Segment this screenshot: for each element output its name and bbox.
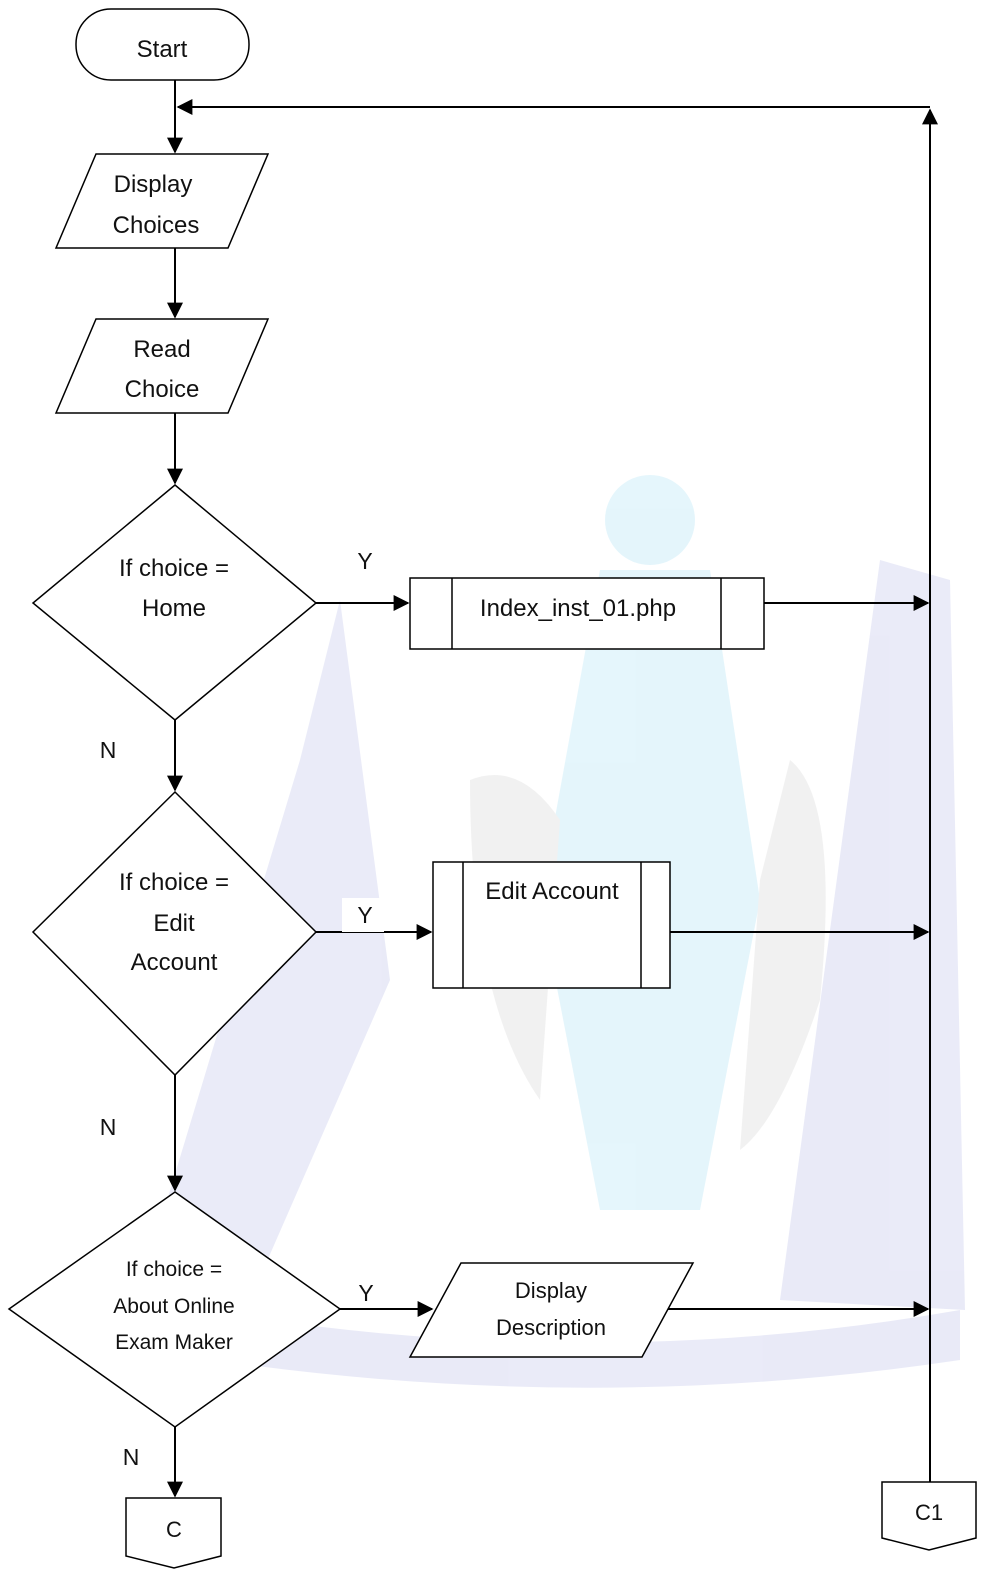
- connector-c-shape: [125, 1497, 222, 1569]
- process-edit-label: Edit Account: [485, 878, 619, 905]
- yes-label-edit: Y: [357, 902, 372, 928]
- process-index-shape: [409, 577, 765, 650]
- decision-edit-line1: If choice =: [119, 869, 229, 896]
- process-edit-shape: [432, 861, 671, 989]
- decision-about-shape: [7, 1191, 342, 1428]
- yes-label-bg-1: [342, 542, 384, 577]
- connector-c1: C1: [881, 1481, 977, 1551]
- watermark-right-arc: [740, 760, 826, 1150]
- watermark-head: [605, 475, 695, 565]
- display-description-line1: Display: [515, 1278, 587, 1303]
- display-description-shape: [408, 1262, 695, 1358]
- display-choices-io: Display Choices: [54, 153, 270, 249]
- process-index: Index_inst_01.php: [409, 577, 765, 650]
- read-choice-line1: Read: [133, 336, 190, 363]
- yes-label-bg-2: [342, 898, 384, 932]
- no-label-bg-2: [80, 1106, 150, 1146]
- display-description-io: Display Description: [408, 1262, 695, 1358]
- no-label-about: N: [123, 1444, 140, 1470]
- no-label-edit: N: [100, 1114, 117, 1140]
- start-label: Start: [137, 36, 188, 63]
- decision-about-line3: Exam Maker: [115, 1331, 233, 1354]
- yes-label-about: Y: [358, 1280, 373, 1306]
- decision-about-line2: About Online: [113, 1295, 234, 1318]
- process-index-label: Index_inst_01.php: [480, 595, 676, 622]
- connector-c: C: [125, 1497, 222, 1569]
- process-edit-account: Edit Account: [432, 861, 671, 989]
- decision-home-shape: [31, 484, 318, 721]
- yes-label-home: Y: [357, 548, 372, 574]
- read-choice-shape: [54, 318, 270, 414]
- decision-home-line1: If choice =: [119, 555, 229, 582]
- display-choices-line2: Choices: [113, 212, 200, 239]
- display-choices-shape: [54, 153, 270, 249]
- decision-home-line2: Home: [142, 595, 206, 622]
- decision-edit-line2: Edit: [153, 910, 195, 937]
- display-choices-line1: Display: [114, 171, 193, 198]
- no-label-bg-1: [80, 722, 150, 766]
- no-label-home: N: [100, 737, 117, 763]
- start-terminator: Start: [75, 8, 250, 81]
- connector-c1-label: C1: [915, 1500, 943, 1525]
- decision-edit-line3: Account: [131, 949, 218, 976]
- read-choice-io: Read Choice: [54, 318, 270, 414]
- decision-edit-account: If choice = Edit Account: [31, 790, 318, 1077]
- decision-home: If choice = Home: [31, 484, 318, 721]
- yes-label-bg-3: [343, 1276, 385, 1308]
- decision-about: If choice = About Online Exam Maker: [7, 1191, 342, 1428]
- watermark-right-wing: [780, 560, 965, 1310]
- start-shape: [75, 8, 250, 81]
- display-description-line2: Description: [496, 1315, 606, 1340]
- decision-about-line1: If choice =: [126, 1258, 222, 1281]
- read-choice-line2: Choice: [125, 376, 200, 403]
- connector-c1-shape: [881, 1481, 977, 1551]
- edge-labels: Y Y Y N N N: [80, 542, 385, 1470]
- connector-c-label: C: [166, 1517, 182, 1542]
- decision-edit-shape: [31, 790, 318, 1077]
